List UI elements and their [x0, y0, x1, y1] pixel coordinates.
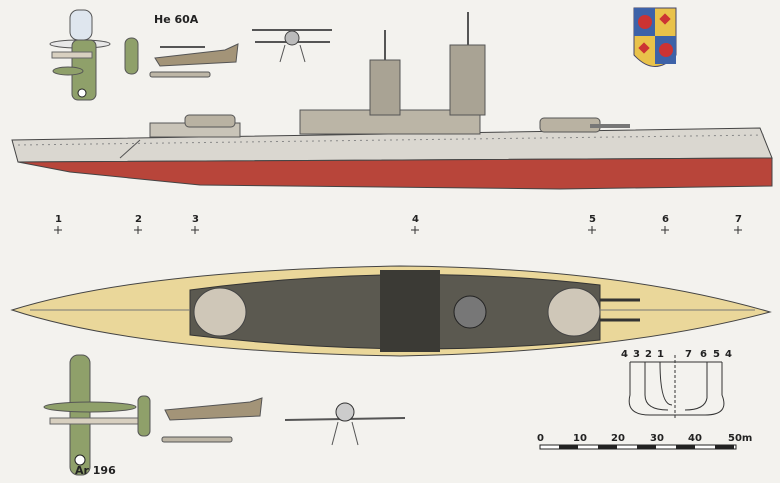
- he60-top-view: [49, 9, 139, 101]
- section-number: 3: [633, 349, 640, 360]
- ar196-top-view: [43, 354, 151, 476]
- ar196-front-view: [284, 402, 406, 446]
- scale-tick: 10: [573, 433, 587, 444]
- scale-tick: 20: [611, 433, 625, 444]
- section-number: 4: [725, 349, 732, 360]
- station-label: 6: [662, 214, 669, 225]
- ar196-side-view: [161, 397, 263, 443]
- scale-tick: 50m: [728, 433, 752, 444]
- section-number: 7: [685, 349, 692, 360]
- station-label: 5: [589, 214, 596, 225]
- he60-side-view: [149, 43, 239, 78]
- station-label: 4: [412, 214, 419, 225]
- he60-label: He 60A: [154, 13, 199, 26]
- he60-front-view: [252, 29, 332, 63]
- scale-tick: 0: [537, 433, 544, 444]
- section-number: 1: [657, 349, 664, 360]
- ar196-label: Ar 196: [75, 464, 116, 477]
- ship-side-profile: [11, 12, 773, 190]
- scale-tick: 40: [688, 433, 702, 444]
- station-label: 2: [135, 214, 142, 225]
- ship-top-view: [10, 265, 772, 357]
- hull-cross-section: [628, 355, 725, 420]
- scale-tick: 30: [650, 433, 664, 444]
- cross-section-numbers: 4 3 2 1 7 6 5 4: [621, 349, 732, 360]
- station-label: 1: [55, 214, 62, 225]
- section-number: 2: [645, 349, 652, 360]
- scale-bar: 0 10 20 30 40 50m: [537, 433, 752, 450]
- station-label: 7: [735, 214, 742, 225]
- section-number: 6: [700, 349, 707, 360]
- coat-of-arms-emblem: [633, 7, 677, 67]
- section-number: 4: [621, 349, 628, 360]
- station-label: 3: [192, 214, 199, 225]
- station-markers: 1 2 3 4 5 6 7: [54, 214, 742, 234]
- section-number: 5: [713, 349, 720, 360]
